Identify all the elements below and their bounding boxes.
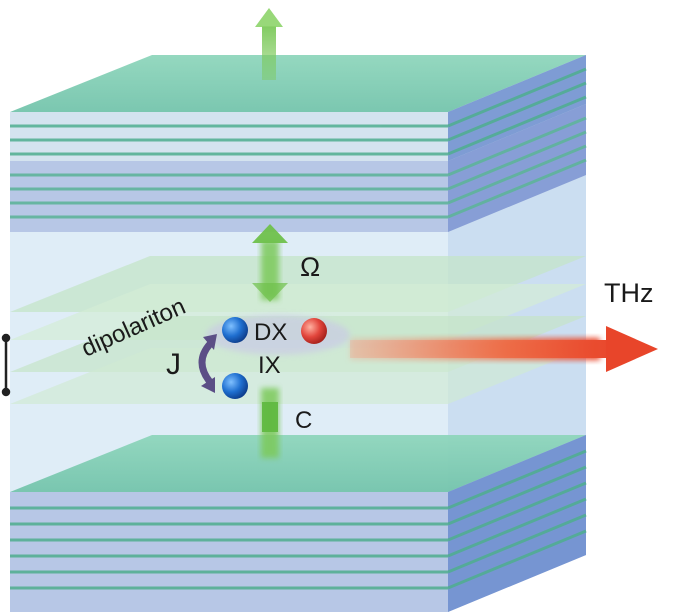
c-label: C — [295, 407, 312, 434]
top-dbr-mirror — [10, 55, 587, 232]
electron-upper — [222, 317, 248, 343]
curved-double-arrow-icon — [198, 334, 217, 393]
dx-label: DX — [254, 319, 287, 346]
electron-lower — [222, 373, 248, 399]
hole — [301, 318, 327, 344]
right-arrow-icon — [350, 326, 658, 372]
j-label: J — [166, 348, 181, 381]
top-dbr-layers — [10, 116, 587, 219]
up-arrow-icon — [255, 8, 283, 80]
bottom-dbr-layers — [10, 449, 587, 590]
ix-label: IX — [258, 352, 281, 379]
thickness-marker — [1, 333, 11, 397]
bottom-dbr-mirror — [10, 435, 587, 612]
omega-label: Ω — [300, 252, 320, 282]
thz-label: THz — [604, 278, 654, 308]
double-arrow-icon — [252, 224, 288, 458]
